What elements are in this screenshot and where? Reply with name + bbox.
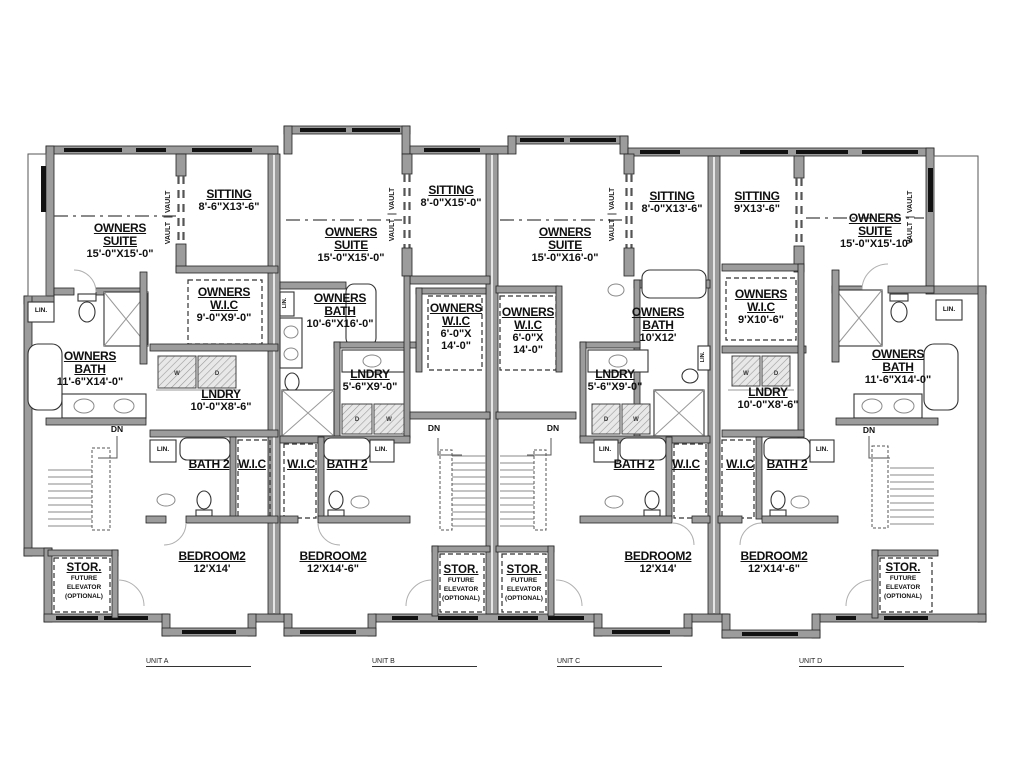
room-label-bath2-b: BATH 2 — [326, 457, 368, 471]
unit-tag-b: UNIT B — [372, 658, 477, 667]
unit-tag-a: UNIT A — [146, 658, 251, 667]
room-label-storage-a: STOR.FUTURE ELEVATOR (OPTIONAL) — [65, 562, 103, 600]
dn-label: DN — [546, 423, 560, 433]
room-label-wic-d: W.I.C — [726, 457, 754, 471]
unit-tag-c: UNIT C — [557, 658, 662, 667]
vault-label: VAULTVAULT — [607, 187, 617, 242]
washer-label: W — [633, 417, 639, 423]
lin-label: LIN. — [156, 446, 170, 453]
lin-label: LIN. — [374, 446, 388, 453]
vault-label: VAULTVAULT — [905, 190, 915, 245]
lin-label: LIN. — [34, 307, 48, 314]
room-label-bath2-a: BATH 2 — [188, 457, 230, 471]
room-label-storage-c: STOR.FUTURE ELEVATOR (OPTIONAL) — [505, 564, 543, 602]
lin-label: LIN. — [815, 446, 829, 453]
room-label-wic-b: W.I.C — [287, 457, 315, 471]
lin-label: LIN. — [598, 446, 612, 453]
vault-label: VAULTVAULT — [387, 187, 397, 242]
window-ticks — [56, 128, 928, 636]
washer-label: W — [174, 371, 180, 377]
dryer-label: D — [604, 417, 609, 423]
dryer-label: D — [215, 371, 220, 377]
washer-label: W — [386, 417, 392, 423]
unit-c-interior: D W — [495, 153, 711, 617]
lin-label: LIN. — [700, 351, 707, 363]
unit-tag-d: UNIT D — [799, 658, 904, 667]
dn-label: DN — [427, 423, 441, 433]
vault-label: VAULTVAULT — [163, 190, 173, 245]
dn-label: DN — [862, 425, 876, 435]
unit-d-interior: W D — [717, 155, 963, 619]
room-label-wic-a: W.I.C — [238, 457, 266, 471]
dn-label: DN — [110, 424, 124, 434]
room-label-storage-b: STOR.FUTURE ELEVATOR (OPTIONAL) — [442, 564, 480, 602]
lin-label: LIN. — [282, 297, 289, 309]
dryer-label: D — [355, 417, 360, 423]
unit-b-interior: D W — [279, 153, 491, 617]
room-label-bath2-d: BATH 2 — [766, 457, 808, 471]
lin-label: LIN. — [942, 306, 956, 313]
unit-a-interior: W D — [27, 153, 279, 619]
room-label-bath2-c: BATH 2 — [613, 457, 655, 471]
room-label-wic-c: W.I.C — [672, 457, 700, 471]
dryer-label: D — [774, 371, 779, 377]
washer-label: W — [743, 371, 749, 377]
room-label-storage-d: STOR.FUTURE ELEVATOR (OPTIONAL) — [884, 562, 922, 600]
